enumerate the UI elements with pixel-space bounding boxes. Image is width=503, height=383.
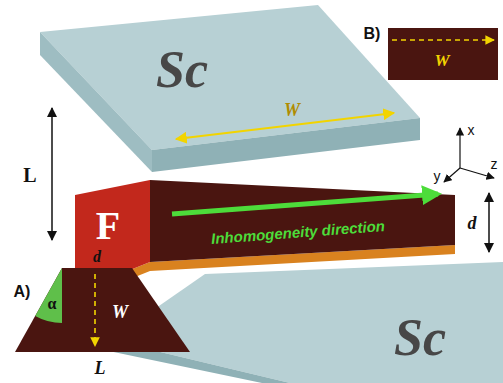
node-outline (8, 262, 196, 357)
angle-wedge (35, 268, 62, 323)
dimension-label: W (284, 101, 300, 119)
dimension-arrow (51, 108, 53, 240)
arrow-line (176, 113, 394, 139)
superconductor-label: Sc (156, 44, 208, 96)
dimension-label: d (93, 249, 101, 265)
axis-label: x (468, 123, 475, 137)
cross-section-inset: A) α W (8, 262, 196, 357)
cross-section-inset: B) W (358, 20, 500, 84)
width-symbol: W (112, 303, 128, 321)
width-symbol: W (434, 52, 449, 69)
dimension-label: d (468, 214, 477, 232)
dimension-arrow (488, 193, 490, 252)
arrow-line (94, 274, 96, 346)
face-polygon (150, 180, 455, 262)
inset-letter: A) (14, 284, 31, 300)
face-polygon (40, 32, 152, 172)
ferromagnet-label: F (96, 206, 120, 246)
axis-label: z (491, 157, 498, 171)
dimension-label: L (95, 359, 106, 377)
face-polygon (388, 28, 498, 80)
angle-symbol: α (48, 296, 57, 312)
dimension-label: L (23, 165, 36, 185)
axis-label: y (434, 169, 441, 183)
arrow-line (392, 39, 494, 41)
arrow-line (172, 194, 438, 214)
inset-letter: B) (364, 26, 381, 42)
superconductor-label: Sc (394, 312, 446, 364)
face-polygon (15, 268, 190, 352)
